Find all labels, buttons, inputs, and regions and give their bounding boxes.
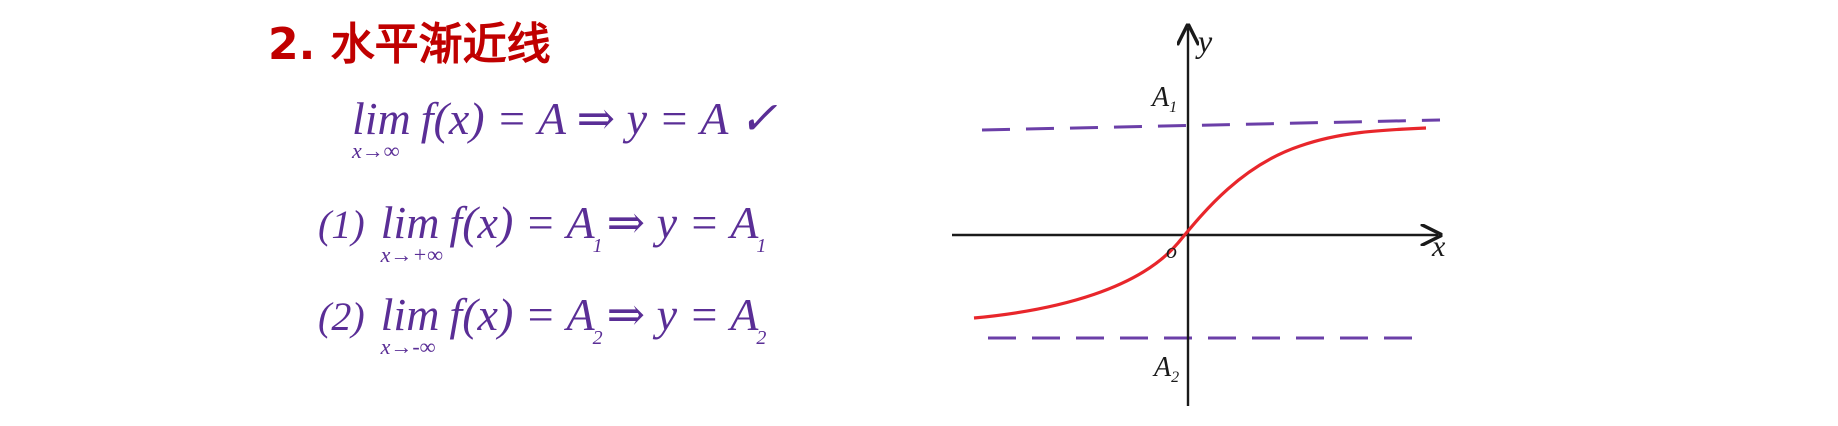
section-heading: 2. 水平渐近线	[268, 19, 551, 70]
lim-subscript: x→∞	[352, 138, 400, 163]
upper-asymptote-line	[981, 118, 1441, 132]
lim-subscript: x→+∞	[380, 242, 443, 267]
formula-one-right: ⇒ y = A	[606, 197, 759, 248]
formula-one-lim: lim x→+∞	[380, 197, 443, 266]
formula-one-index: (1)	[318, 202, 365, 247]
formula-one-left-sub: 1	[592, 235, 603, 257]
function-curve	[973, 126, 1427, 320]
formula-two-right: ⇒ y = A	[606, 289, 759, 340]
lower-asymptote-label: A2	[1152, 352, 1179, 386]
formula-two: (2) lim x→-∞ f(x) = A2 ⇒ y = A2	[318, 289, 770, 358]
formula-general-expression: f(x) = A ⇒ y = A ✓	[420, 93, 778, 144]
lim-text: lim	[352, 93, 411, 144]
upper-asymptote-label: A1	[1150, 82, 1177, 116]
x-axis-label: x	[1431, 230, 1446, 263]
formula-general: lim x→∞ f(x) = A ⇒ y = A ✓	[352, 93, 778, 162]
formula-two-index: (2)	[318, 294, 365, 339]
lim-text: lim	[380, 197, 440, 248]
lim-text: lim	[380, 289, 440, 340]
asymptote-graph: y x o A1 A2	[952, 23, 1446, 406]
formula-two-lim: lim x→-∞	[380, 289, 440, 358]
y-axis-label: y	[1195, 23, 1213, 59]
formula-one-right-sub: 1	[756, 235, 767, 257]
formula-two-right-sub: 2	[756, 327, 767, 349]
formula-two-left: f(x) = A	[449, 289, 595, 340]
formula-two-left-sub: 2	[592, 327, 603, 349]
formula-one-left: f(x) = A	[449, 197, 595, 248]
formula-general-lim: lim x→∞	[352, 93, 411, 162]
formula-one: (1) lim x→+∞ f(x) = A1 ⇒ y = A1	[318, 197, 770, 266]
origin-label: o	[1166, 238, 1177, 263]
lim-subscript: x→-∞	[380, 334, 436, 359]
